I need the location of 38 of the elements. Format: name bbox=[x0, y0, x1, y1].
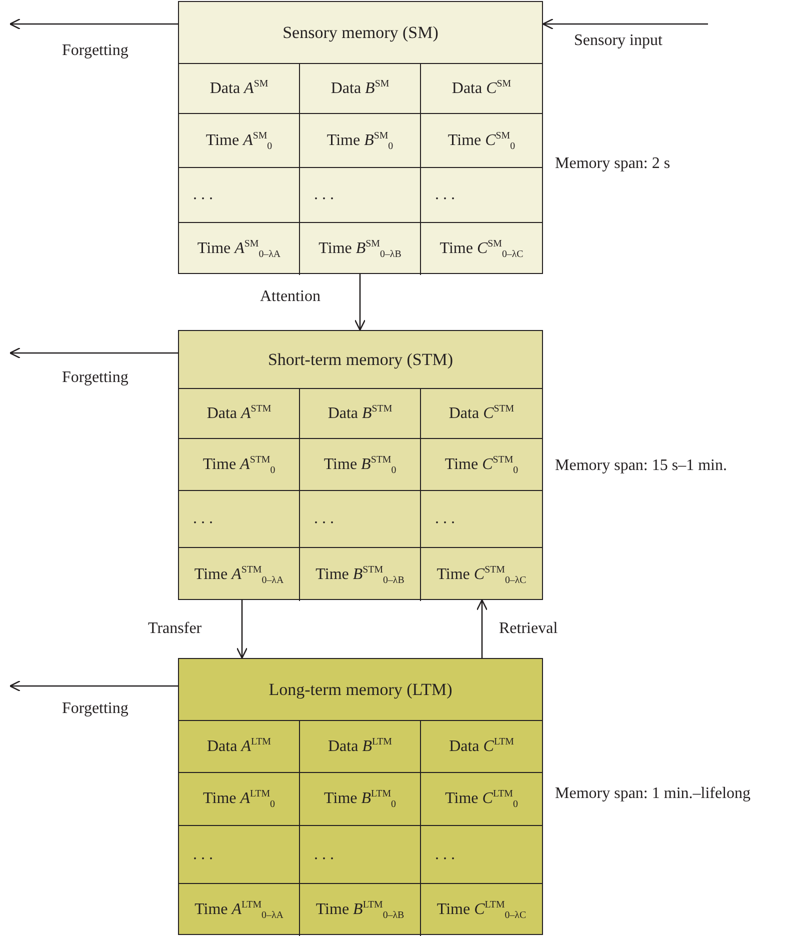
memory-table bbox=[178, 1, 543, 274]
table-heading: Long-term memory (LTM) bbox=[179, 659, 542, 721]
table-cell: Data C$^{STM}$ bbox=[421, 389, 542, 439]
arrow bbox=[354, 274, 366, 331]
table-cell: Data C$^{SM}$ bbox=[421, 64, 542, 114]
table-cell: Data B$^{SM}$ bbox=[300, 64, 421, 114]
table-cell: Data C$^{LTM}$ bbox=[421, 721, 542, 773]
table-cell: . . . bbox=[179, 491, 300, 548]
table-cell: . . . bbox=[179, 168, 300, 223]
arrow bbox=[476, 599, 488, 658]
table-cell: . . . bbox=[300, 826, 421, 884]
arrow bbox=[9, 680, 178, 692]
edge-label: Sensory input bbox=[572, 32, 664, 50]
table-cell: . . . bbox=[421, 168, 542, 223]
memory-table bbox=[178, 330, 543, 600]
memory-span-note: Memory span: 15 s–1 min. bbox=[553, 457, 729, 475]
table-heading: Short-term memory (STM) bbox=[179, 331, 542, 389]
arrow bbox=[542, 18, 708, 30]
memory-span-note: Memory span: 1 min.–lifelong bbox=[553, 785, 753, 803]
edge-label: Forgetting bbox=[60, 42, 130, 60]
table-cell: . . . bbox=[300, 491, 421, 548]
table-heading: Sensory memory (SM) bbox=[179, 2, 542, 64]
table-cell: Data A$^{STM}$ bbox=[179, 389, 300, 439]
arrow bbox=[9, 347, 178, 359]
table-cell: . . . bbox=[421, 491, 542, 548]
arrow bbox=[9, 18, 178, 30]
table-cell: Data B$^{LTM}$ bbox=[300, 721, 421, 773]
arrow bbox=[236, 600, 248, 659]
edge-label: Forgetting bbox=[60, 700, 130, 718]
table-cell: . . . bbox=[300, 168, 421, 223]
table-cell: Data A$^{LTM}$ bbox=[179, 721, 300, 773]
table-cell: . . . bbox=[421, 826, 542, 884]
table-cell: Data B$^{STM}$ bbox=[300, 389, 421, 439]
memory-table bbox=[178, 658, 543, 935]
edge-label: Forgetting bbox=[60, 369, 130, 387]
table-cell: . . . bbox=[179, 826, 300, 884]
table-cell: Data A$^{SM}$ bbox=[179, 64, 300, 114]
memory-span-note: Memory span: 2 s bbox=[553, 155, 672, 173]
